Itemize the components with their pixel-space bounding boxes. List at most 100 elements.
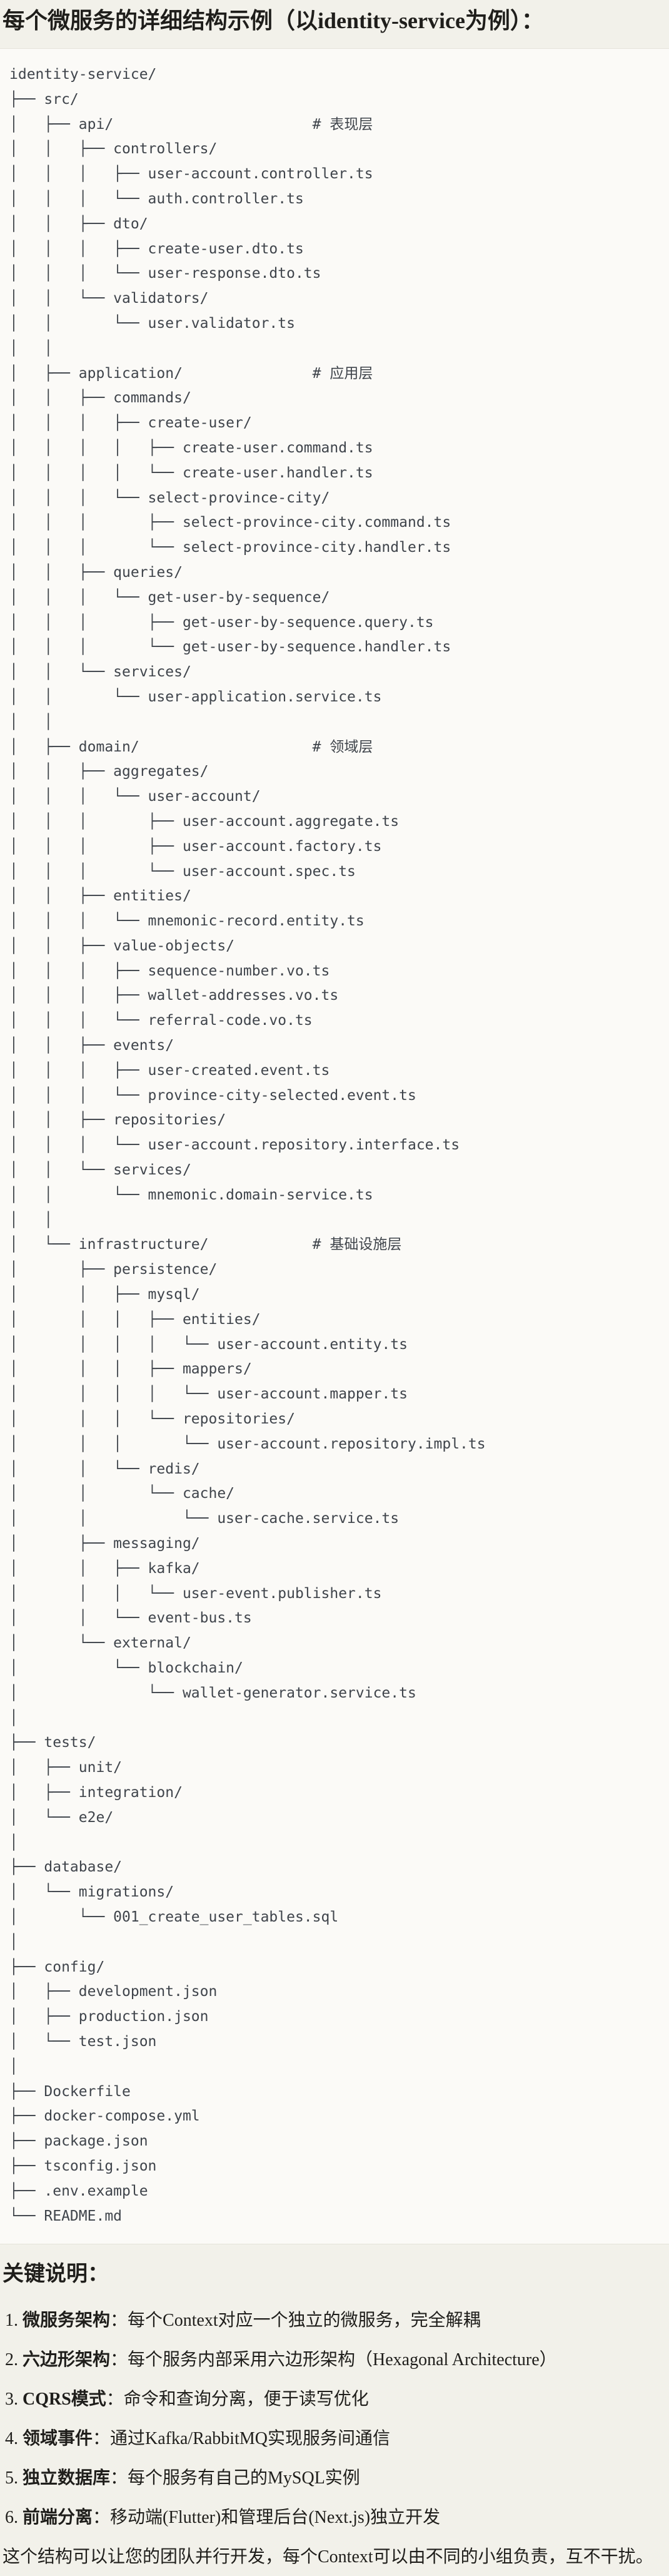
tree-line: ├── Dockerfile bbox=[9, 2083, 131, 2100]
tree-line: │ │ │ ├── user-account.factory.ts bbox=[9, 838, 382, 855]
tree-line: │ │ │ ├── user-created.event.ts bbox=[9, 1062, 330, 1079]
note-item: 4.领域事件：通过Kafka/RabbitMQ实现服务间通信 bbox=[3, 2426, 663, 2451]
tree-line: │ │ │ │ └── create-user.handler.ts bbox=[9, 464, 373, 481]
tree-line: │ │ └── services/ bbox=[9, 1162, 191, 1179]
tree-line: │ │ └── user.validator.ts bbox=[9, 315, 295, 332]
tree-line: │ │ │ ├── entities/ bbox=[9, 1311, 261, 1328]
tree-line: │ │ │ └── user-account.repository.interf… bbox=[9, 1137, 460, 1154]
tree-line: │ bbox=[9, 1834, 18, 1851]
tree-line: │ ├── persistence/ bbox=[9, 1261, 218, 1278]
note-number: 1. bbox=[5, 2311, 18, 2331]
note-label: 微服务架构 bbox=[23, 2311, 111, 2331]
tree-line: │ │ │ └── select-province-city.handler.t… bbox=[9, 539, 451, 556]
tree-line: │ ├── unit/ bbox=[9, 1759, 123, 1776]
tree-line: │ └── e2e/ bbox=[9, 1809, 114, 1826]
tree-line: │ ├── domain/ # 领域层 bbox=[9, 738, 373, 755]
tree-line: │ │ │ ├── create-user/ bbox=[9, 415, 252, 432]
note-item: 1.微服务架构：每个Context对应一个独立的微服务，完全解耦 bbox=[3, 2308, 663, 2333]
tree-line: │ └── blockchain/ bbox=[9, 1660, 243, 1676]
tree-line: │ │ │ ├── sequence-number.vo.ts bbox=[9, 962, 330, 979]
tree-line: │ │ ├── commands/ bbox=[9, 390, 191, 407]
tree-line: ├── package.json bbox=[9, 2133, 148, 2150]
note-item: 5.独立数据库：每个服务有自己的MySQL实例 bbox=[3, 2466, 663, 2490]
tree-line: │ │ ├── repositories/ bbox=[9, 1112, 226, 1129]
note-text: ：通过Kafka/RabbitMQ实现服务间通信 bbox=[93, 2429, 390, 2449]
tree-line: │ bbox=[9, 1933, 18, 1950]
note-number: 2. bbox=[5, 2350, 18, 2370]
tree-line: │ └── migrations/ bbox=[9, 1884, 174, 1901]
tree-line: identity-service/ bbox=[9, 66, 157, 83]
header: 每个微服务的详细结构示例（以identity-service为例）： bbox=[0, 0, 669, 36]
tree-line: │ ├── integration/ bbox=[9, 1784, 183, 1801]
tree-line: │ │ │ │ └── user-account.mapper.ts bbox=[9, 1386, 408, 1403]
tree-line: │ bbox=[9, 2058, 18, 2075]
tree-line: │ │ └── user-application.service.ts bbox=[9, 688, 382, 705]
tree-line: │ │ bbox=[9, 713, 53, 730]
tree-line: │ │ ├── aggregates/ bbox=[9, 763, 209, 780]
tree-line: │ │ │ └── user-account/ bbox=[9, 788, 261, 805]
tree-line: │ ├── development.json bbox=[9, 1983, 218, 2000]
tree-line: │ └── external/ bbox=[9, 1635, 191, 1652]
note-number: 6. bbox=[5, 2508, 18, 2528]
note-number: 5. bbox=[5, 2468, 18, 2488]
tree-line: │ │ └── validators/ bbox=[9, 290, 209, 307]
notes-footer: 这个结构可以让您的团队并行开发，每个Context可以由不同的小组负责，互不干扰… bbox=[3, 2547, 653, 2567]
tree-line: │ ├── messaging/ bbox=[9, 1535, 200, 1552]
tree-line: │ │ │ ├── wallet-addresses.vo.ts bbox=[9, 987, 339, 1004]
tree-line: │ │ │ └── get-user-by-sequence/ bbox=[9, 589, 330, 606]
tree-line: ├── src/ bbox=[9, 91, 79, 108]
tree-line: │ │ ├── kafka/ bbox=[9, 1560, 200, 1577]
tree-line: │ │ └── cache/ bbox=[9, 1485, 235, 1502]
tree-line: │ │ │ └── referral-code.vo.ts bbox=[9, 1012, 313, 1029]
tree-line: │ │ bbox=[9, 1211, 53, 1228]
tree-line: │ │ │ ├── select-province-city.command.t… bbox=[9, 514, 451, 531]
note-label: CQRS模式 bbox=[23, 2390, 106, 2410]
tree-line: └── README.md bbox=[9, 2207, 123, 2224]
tree-line: │ │ ├── value-objects/ bbox=[9, 937, 235, 954]
tree-line: │ │ │ └── user-account.spec.ts bbox=[9, 863, 356, 880]
note-label: 独立数据库 bbox=[23, 2468, 111, 2488]
tree-line: │ │ │ └── user-event.publisher.ts bbox=[9, 1585, 382, 1602]
tree-line: │ │ │ ├── user-account.aggregate.ts bbox=[9, 813, 400, 830]
note-item: 3.CQRS模式：命令和查询分离，便于读写优化 bbox=[3, 2387, 663, 2411]
note-text: ：命令和查询分离，便于读写优化 bbox=[106, 2390, 369, 2410]
tree-line: │ ├── production.json bbox=[9, 2008, 209, 2025]
tree-line: │ │ └── services/ bbox=[9, 664, 191, 681]
tree-line: │ │ │ └── user-response.dto.ts bbox=[9, 265, 321, 282]
tree-line: │ │ │ │ ├── create-user.command.ts bbox=[9, 439, 373, 456]
tree-line: ├── tsconfig.json bbox=[9, 2157, 157, 2174]
tree-line: │ │ │ ├── mappers/ bbox=[9, 1361, 252, 1378]
tree-line: │ │ │ └── repositories/ bbox=[9, 1411, 295, 1428]
note-text: ：每个服务有自己的MySQL实例 bbox=[110, 2468, 360, 2488]
tree-line: │ │ │ └── get-user-by-sequence.handler.t… bbox=[9, 639, 451, 656]
tree-line: │ │ ├── controllers/ bbox=[9, 141, 218, 158]
note-text: ：移动端(Flutter)和管理后台(Next.js)独立开发 bbox=[93, 2508, 441, 2528]
file-tree: identity-service/├── src/│ ├── api/ # 表现… bbox=[9, 63, 663, 2229]
note-item: 2.六边形架构：每个服务内部采用六边形架构（Hexagonal Architec… bbox=[3, 2348, 663, 2372]
tree-line: │ │ │ └── auth.controller.ts bbox=[9, 190, 304, 207]
note-text: ：每个服务内部采用六边形架构（Hexagonal Architecture） bbox=[110, 2350, 557, 2370]
tree-line: │ │ │ └── mnemonic-record.entity.ts bbox=[9, 913, 365, 930]
tree-line: │ │ ├── entities/ bbox=[9, 888, 191, 905]
tree-line: │ └── test.json bbox=[9, 2033, 157, 2050]
tree-line: │ │ └── mnemonic.domain-service.ts bbox=[9, 1186, 373, 1203]
tree-line: │ └── 001_create_user_tables.sql bbox=[9, 1908, 339, 1925]
tree-line: ├── config/ bbox=[9, 1958, 105, 1975]
note-label: 六边形架构 bbox=[23, 2350, 111, 2370]
tree-line: │ │ │ │ └── user-account.entity.ts bbox=[9, 1336, 408, 1353]
tree-line: │ │ │ ├── user-account.controller.ts bbox=[9, 166, 373, 183]
tree-line: ├── tests/ bbox=[9, 1734, 96, 1751]
tree-line: │ │ │ ├── create-user.dto.ts bbox=[9, 240, 304, 257]
note-number: 4. bbox=[5, 2429, 18, 2449]
tree-line: │ │ ├── dto/ bbox=[9, 215, 148, 232]
page-title: 每个微服务的详细结构示例（以identity-service为例）： bbox=[3, 8, 544, 33]
tree-line: │ │ │ └── province-city-selected.event.t… bbox=[9, 1087, 416, 1104]
tree-line: │ │ │ ├── get-user-by-sequence.query.ts bbox=[9, 614, 434, 631]
tree-line: │ bbox=[9, 1709, 18, 1726]
tree-line: ├── docker-compose.yml bbox=[9, 2108, 200, 2125]
code-block: identity-service/├── src/│ ├── api/ # 表现… bbox=[0, 48, 669, 2245]
tree-line: │ │ └── redis/ bbox=[9, 1460, 200, 1477]
